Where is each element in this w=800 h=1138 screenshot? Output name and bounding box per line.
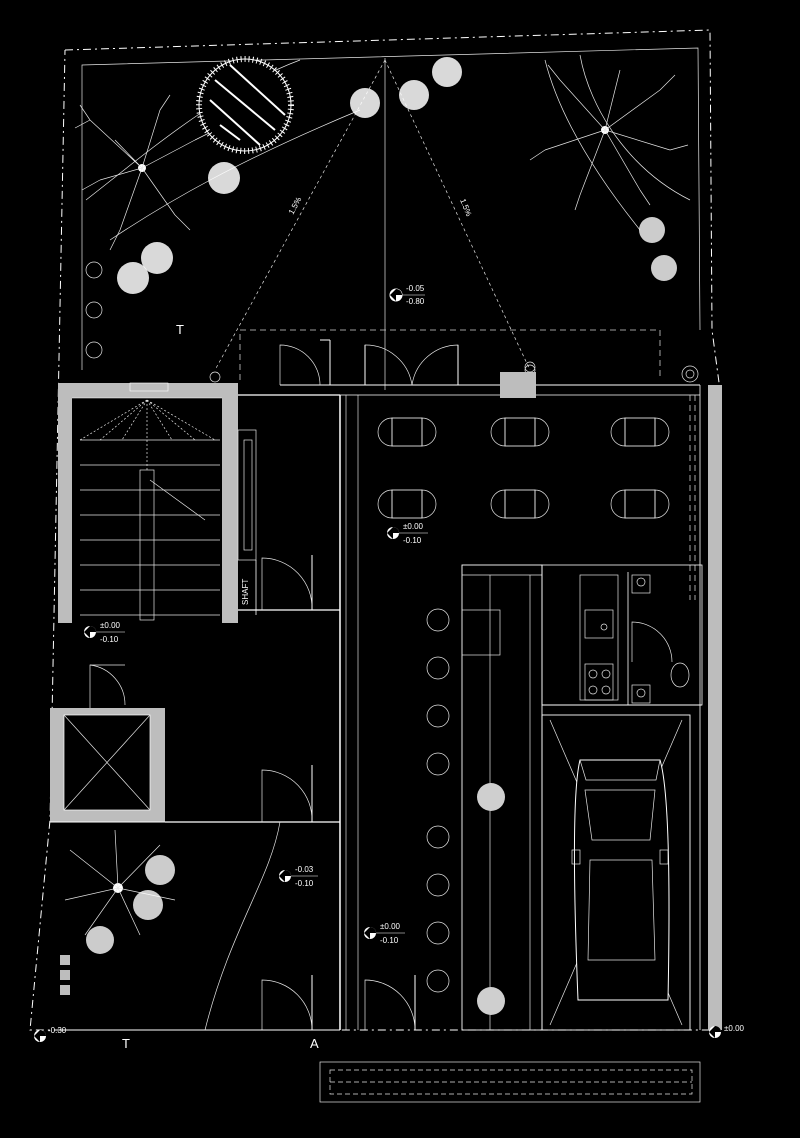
elevator-shaft <box>50 664 165 822</box>
level-marker-corner-left: -0.30 <box>34 1026 67 1042</box>
exterior-wall-right <box>708 385 722 1030</box>
level-marker-courtyard: -0.03 -0.10 <box>279 865 318 888</box>
cafe-tables <box>377 361 696 600</box>
level-cafe-upper: ±0.00 <box>403 522 424 531</box>
level-stair-lower: -0.10 <box>100 635 119 644</box>
level-stair-upper: ±0.00 <box>100 621 121 630</box>
level-corner-right: ±0.00 <box>724 1024 745 1033</box>
level-corridor-lower: -0.10 <box>380 936 399 945</box>
level-courtyard-upper: -0.03 <box>295 865 314 874</box>
section-marker-t-upper: T <box>176 322 184 337</box>
interior-walls <box>165 384 700 1030</box>
level-marker-stair: ±0.00 -0.10 <box>84 621 125 644</box>
level-marker-corridor: ±0.00 -0.10 <box>364 922 405 945</box>
level-marker-corner-right: ±0.00 <box>709 1024 745 1038</box>
level-marker-garden: -0.05 -0.80 <box>389 284 425 306</box>
tree-left-large <box>74 94 216 251</box>
tree-hatched-canopy <box>196 56 294 154</box>
car-icon <box>571 759 670 1001</box>
bar-stools <box>426 608 505 1015</box>
level-cafe-lower: -0.10 <box>403 536 422 545</box>
level-corridor-upper: ±0.00 <box>380 922 401 931</box>
level-garden-lower: -0.80 <box>406 297 425 306</box>
tree-lower-courtyard <box>64 829 176 954</box>
section-marker-t-lower: T <box>122 1036 130 1051</box>
tree-right-large <box>529 64 689 211</box>
level-marker-cafe: ±0.00 -0.10 <box>387 522 428 545</box>
level-courtyard-lower: -0.10 <box>295 879 314 888</box>
doors <box>261 339 459 1031</box>
shaft-label: SHAFT <box>241 579 250 605</box>
level-corner-left: -0.30 <box>48 1026 67 1035</box>
stair-core <box>58 382 238 623</box>
kitchen-wc-block <box>541 564 703 706</box>
level-garden-upper: -0.05 <box>406 284 425 293</box>
shrub-row-upper <box>117 57 677 294</box>
front-ramp <box>319 1061 701 1103</box>
lower-courtyard <box>50 821 340 1031</box>
section-marker-a: A <box>310 1036 319 1051</box>
